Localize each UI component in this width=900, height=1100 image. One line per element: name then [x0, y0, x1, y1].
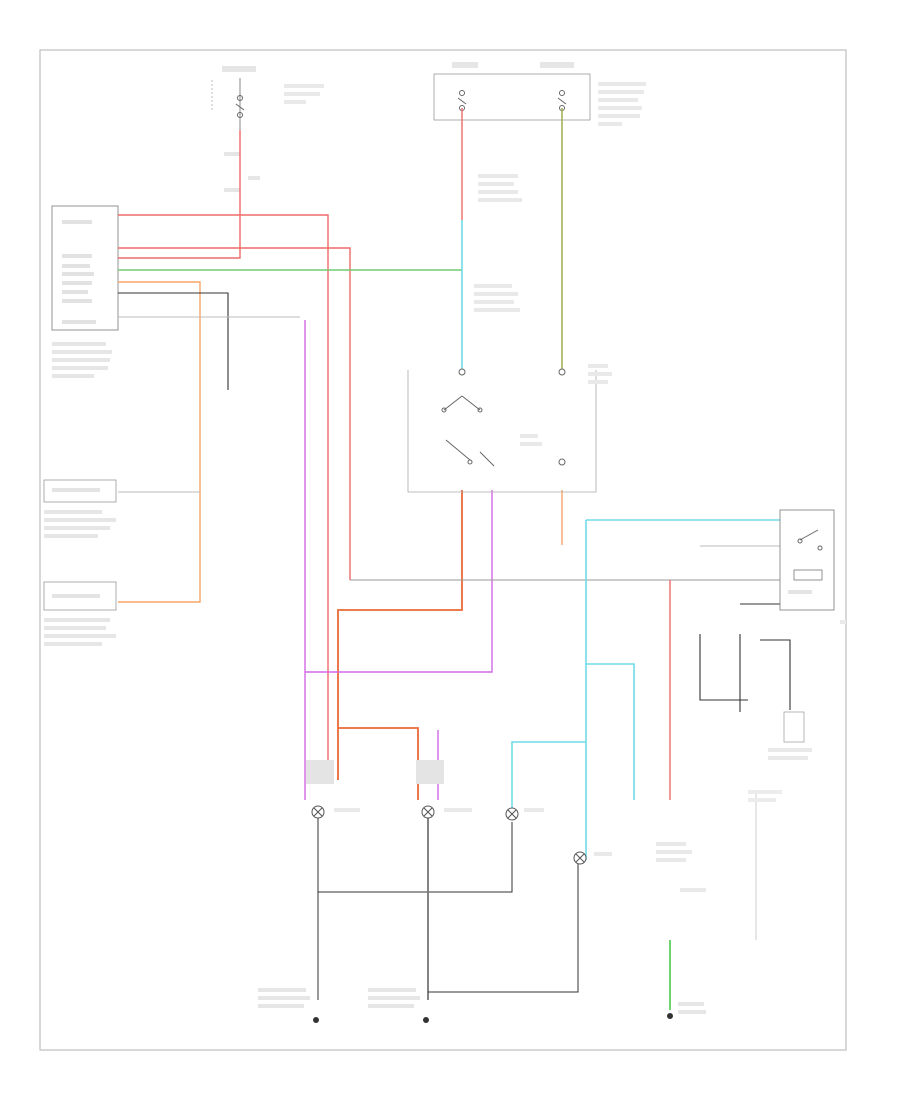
left-headlamp [306, 760, 360, 819]
ground-left [258, 988, 319, 1023]
left-fog-lamp [505, 807, 544, 821]
fuse-icon [457, 90, 467, 111]
ground-icon [313, 1017, 319, 1023]
headlamp-switch [441, 364, 612, 467]
control-module [51, 205, 119, 378]
lamp-icon [573, 851, 587, 865]
ground-icon [423, 1017, 429, 1023]
lamp-icon [505, 807, 519, 821]
fog-lamp-relay [779, 509, 846, 624]
fuse-icon [557, 90, 567, 111]
mirror-switch-upper [43, 479, 117, 538]
lamp-icon [311, 805, 325, 819]
lamp-icon [421, 805, 435, 819]
ground-icon [667, 1013, 673, 1019]
fuse-block-left [211, 66, 324, 192]
fuse-block-top [433, 62, 646, 126]
mirror-switch-lower [43, 581, 117, 646]
right-fog-lamp [573, 851, 612, 865]
ground-right [368, 988, 429, 1023]
ground-bottom-right [667, 1002, 706, 1019]
fuse-icon [235, 95, 245, 118]
right-headlamp [416, 760, 472, 819]
relay-icon [793, 529, 823, 581]
diagram-frame [39, 49, 847, 1051]
